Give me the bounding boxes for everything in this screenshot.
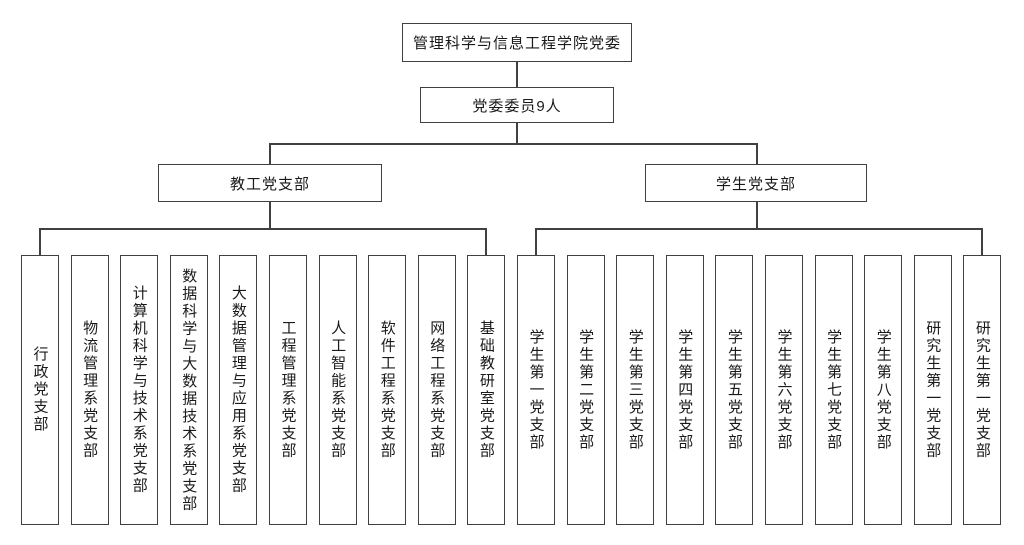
org-node-leaf: 数据科学与大数据技术系党支部 bbox=[169, 255, 208, 525]
leaf-label: 研究生第一党支部 bbox=[924, 320, 942, 460]
org-node-leaf: 学生第一党支部 bbox=[517, 255, 555, 525]
org-node-leaf: 学生第三党支部 bbox=[616, 255, 655, 525]
org-node-leaf: 研究生第一党支部 bbox=[963, 255, 1002, 525]
leaf-label: 物流管理系党支部 bbox=[81, 320, 99, 460]
connector-split-horizontal bbox=[269, 143, 758, 145]
connector-group-bus bbox=[39, 228, 488, 230]
leaf-label: 行政党支部 bbox=[31, 346, 49, 434]
leaf-label: 软件工程系党支部 bbox=[378, 320, 396, 460]
leaf-label: 学生第四党支部 bbox=[676, 328, 694, 452]
connector-root-committee bbox=[516, 62, 518, 87]
connector-student-riser bbox=[756, 202, 758, 228]
org-node-leaf: 软件工程系党支部 bbox=[368, 255, 407, 525]
org-node-leaf: 计算机科学与技术系党支部 bbox=[120, 255, 159, 525]
org-node-leaf: 学生第八党支部 bbox=[864, 255, 903, 525]
leaf-label: 研究生第一党支部 bbox=[973, 320, 991, 460]
org-node-leaf: 基础教研室党支部 bbox=[467, 255, 506, 525]
connector-group-drop bbox=[535, 228, 537, 255]
leaf-label: 人工智能系党支部 bbox=[329, 320, 347, 460]
leaf-label: 学生第八党支部 bbox=[874, 328, 892, 452]
org-node-leaf: 学生第二党支部 bbox=[566, 255, 605, 525]
org-node-leaf: 物流管理系党支部 bbox=[70, 255, 109, 525]
leaf-label: 大数据管理与应用系党支部 bbox=[229, 285, 247, 495]
leaf-label: 计算机科学与技术系党支部 bbox=[130, 285, 148, 495]
leaf-label: 学生第二党支部 bbox=[577, 328, 595, 452]
leaf-label: 学生第三党支部 bbox=[626, 328, 644, 452]
leaf-label: 网络工程系党支部 bbox=[428, 320, 446, 460]
connector-group-drop bbox=[39, 228, 41, 255]
org-node-leaf: 研究生第一党支部 bbox=[913, 255, 952, 525]
org-node-leaf: 网络工程系党支部 bbox=[417, 255, 456, 525]
leaf-label: 基础教研室党支部 bbox=[477, 320, 495, 460]
org-node-branch-faculty: 教工党支部 bbox=[158, 164, 382, 202]
org-node-branch-student: 学生党支部 bbox=[645, 164, 867, 202]
leaf-label: 学生第六党支部 bbox=[775, 328, 793, 452]
connector-split-right-drop bbox=[756, 143, 758, 164]
org-node-leaf: 工程管理系党支部 bbox=[269, 255, 307, 525]
org-node-leaf: 大数据管理与应用系党支部 bbox=[219, 255, 258, 525]
org-node-leaf: 学生第五党支部 bbox=[715, 255, 754, 525]
leaf-label: 学生第一党支部 bbox=[527, 328, 545, 452]
org-node-leaf: 行政党支部 bbox=[21, 255, 59, 525]
org-node-leaf: 学生第四党支部 bbox=[665, 255, 704, 525]
connector-group-bus bbox=[535, 228, 984, 230]
org-node-leaf: 学生第六党支部 bbox=[765, 255, 803, 525]
leaf-label: 学生第五党支部 bbox=[725, 328, 743, 452]
org-node-root: 管理科学与信息工程学院党委 bbox=[402, 23, 632, 62]
leaf-label: 工程管理系党支部 bbox=[279, 320, 297, 460]
connector-split-left-drop bbox=[269, 143, 271, 164]
leaf-label: 学生第七党支部 bbox=[825, 328, 843, 452]
connector-group-drop bbox=[485, 228, 488, 255]
org-node-committee: 党委委员9人 bbox=[420, 87, 614, 123]
leaf-label: 数据科学与大数据技术系党支部 bbox=[180, 267, 198, 513]
org-node-leaf: 人工智能系党支部 bbox=[318, 255, 357, 525]
org-node-leaf: 学生第七党支部 bbox=[814, 255, 853, 525]
connector-committee-split bbox=[516, 123, 518, 143]
connector-group-drop bbox=[981, 228, 984, 255]
connector-faculty-riser bbox=[269, 202, 271, 228]
